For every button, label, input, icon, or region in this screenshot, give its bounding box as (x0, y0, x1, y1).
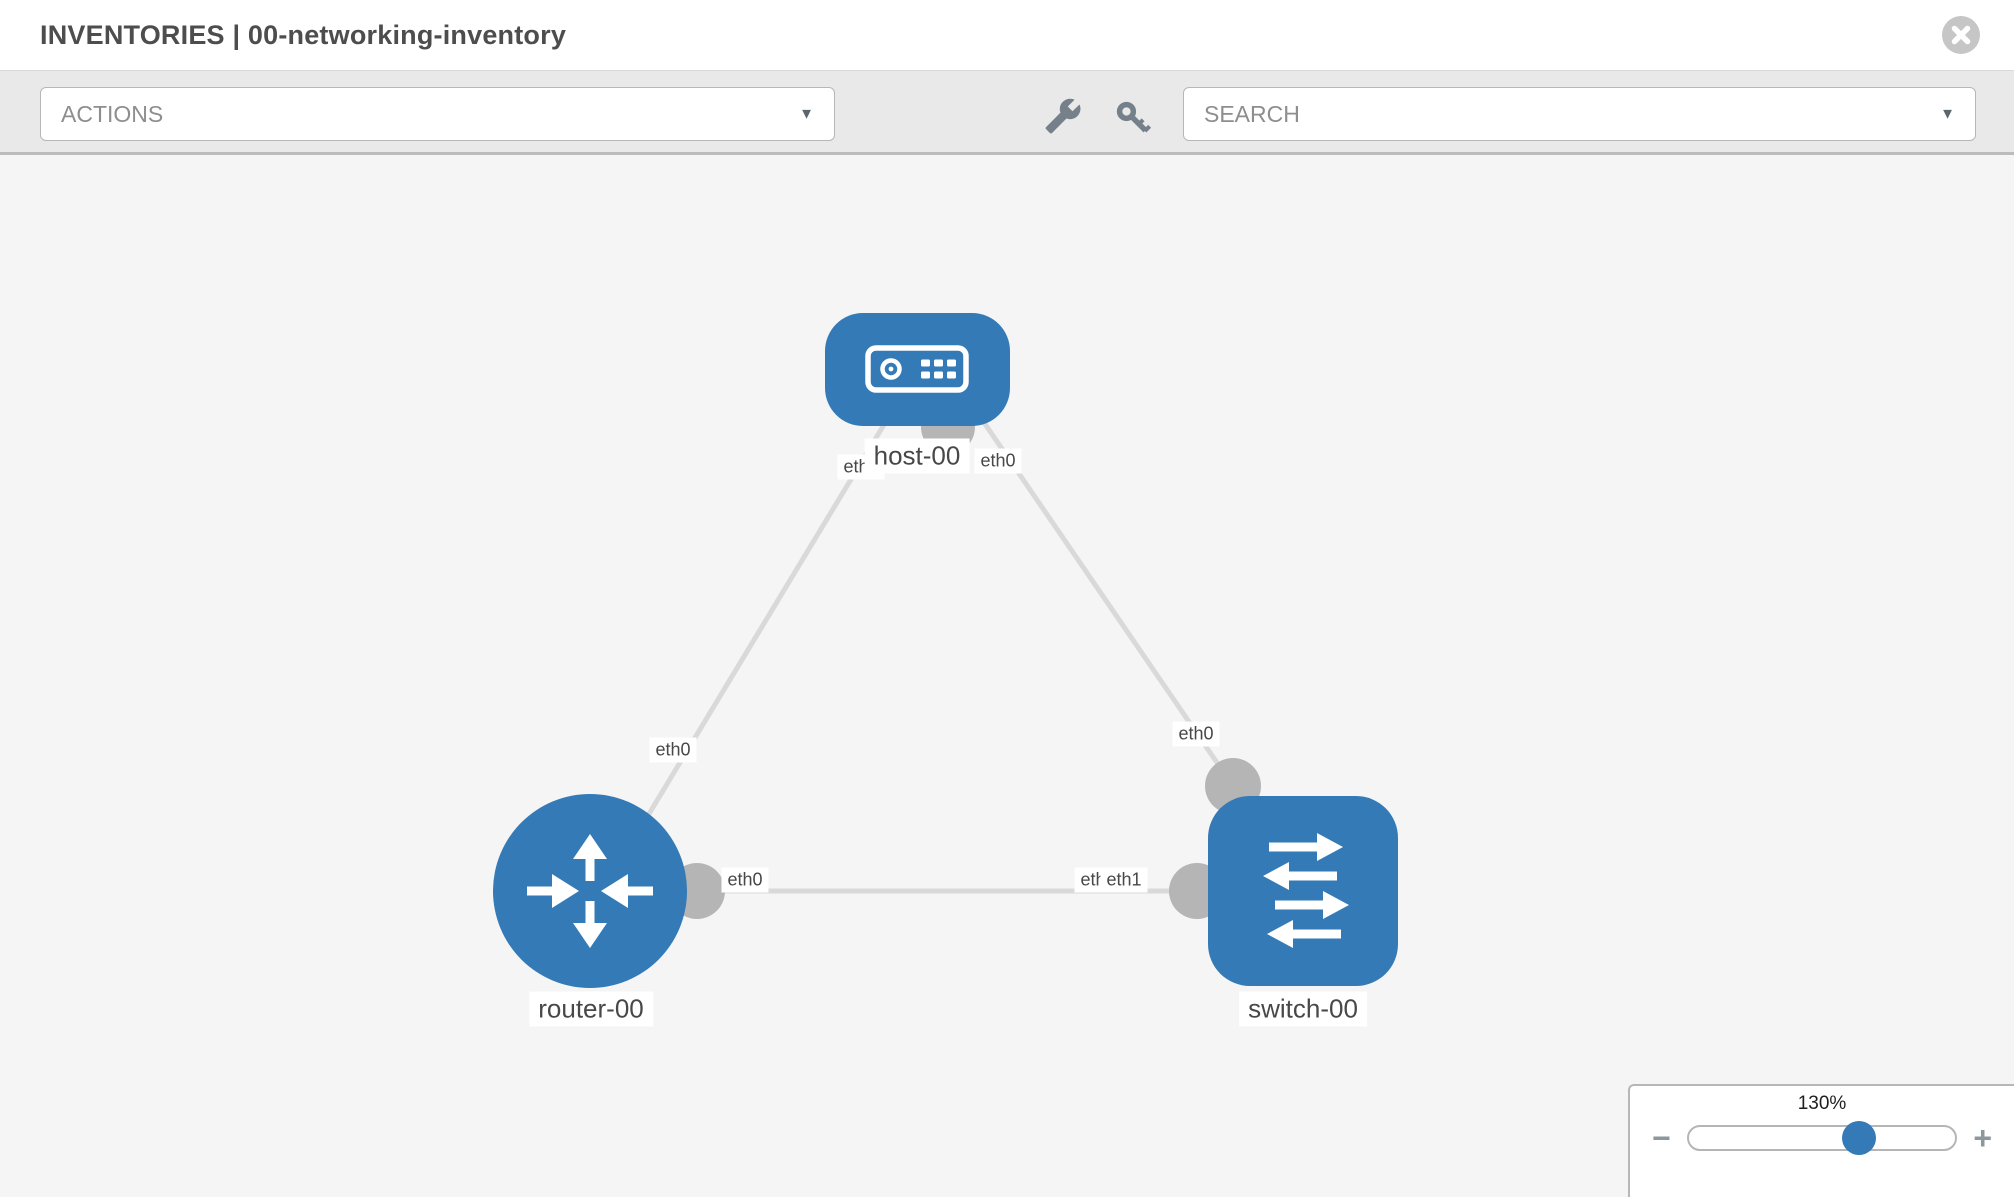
zoom-level: 130% (1797, 1093, 1847, 1114)
zoom-in-icon[interactable]: + (1973, 1120, 1992, 1156)
actions-dropdown[interactable]: ACTIONS ▼ (40, 87, 835, 141)
node-label-router[interactable]: router-00 (529, 991, 653, 1027)
wrench-icon[interactable] (1044, 97, 1082, 135)
zoom-slider-track[interactable] (1686, 1121, 1958, 1155)
page-title: INVENTORIES | 00-networking-inventory (40, 20, 567, 50)
page-header: INVENTORIES | 00-networking-inventory (0, 0, 2014, 70)
close-button[interactable] (1942, 16, 1980, 54)
if-label-router-upper: eth0 (649, 737, 697, 763)
node-router[interactable] (493, 794, 687, 988)
chevron-down-icon: ▼ (1940, 105, 1955, 123)
node-switch[interactable] (1208, 796, 1398, 986)
if-label-mid-left: eth0 (721, 867, 769, 893)
switch-icon (1263, 833, 1349, 948)
if-label-mid-right: eth1 (1100, 867, 1148, 893)
actions-dropdown-label: ACTIONS (61, 100, 164, 127)
chevron-down-icon: ▼ (799, 105, 814, 123)
zoom-panel: 130% − + (1628, 1084, 2014, 1197)
topology-canvas[interactable]: host-00 router-00 switch-00 eth0 eth0 et… (0, 155, 2014, 1197)
router-icon (527, 834, 653, 948)
zoom-out-icon[interactable]: − (1652, 1120, 1671, 1156)
node-host[interactable] (825, 313, 1010, 426)
link-host-switch[interactable] (945, 368, 1236, 788)
host-icon (865, 345, 969, 393)
node-label-host[interactable]: host-00 (864, 438, 970, 474)
close-icon (1951, 25, 1971, 45)
zoom-slider-thumb[interactable] (1842, 1121, 1877, 1155)
node-label-switch[interactable]: switch-00 (1239, 991, 1367, 1027)
search-placeholder: SEARCH (1204, 100, 1300, 127)
search-dropdown[interactable]: SEARCH ▼ (1183, 87, 1976, 141)
key-icon[interactable] (1114, 99, 1152, 137)
if-label-host-right: eth0 (974, 448, 1022, 474)
if-label-switch-upper: eth0 (1172, 721, 1220, 747)
toolbar: ACTIONS ▼ SEARCH ▼ (0, 70, 2014, 155)
